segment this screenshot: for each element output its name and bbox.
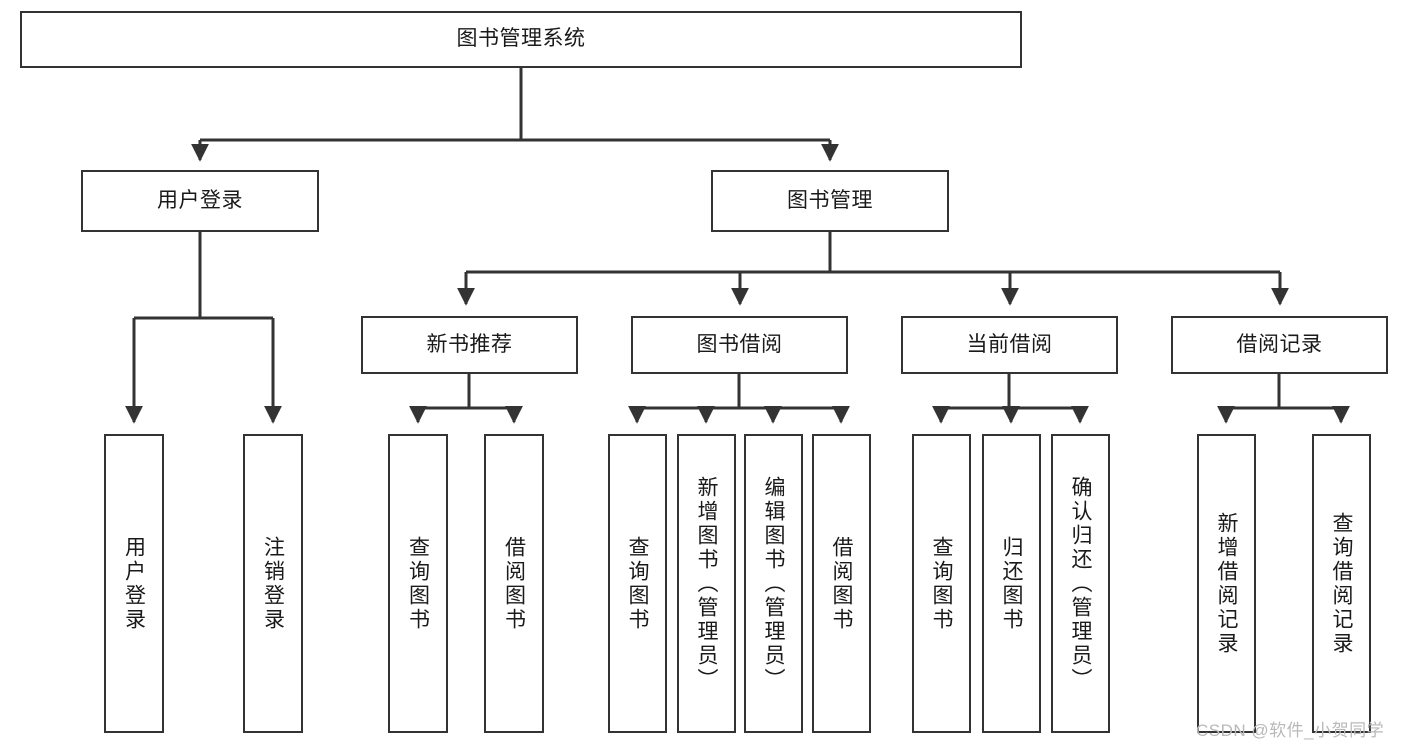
leaf-node: 用户登录 — [104, 434, 164, 733]
leaf-node: 查询图书 — [388, 434, 448, 733]
node-label: 归还图书 — [1000, 535, 1023, 632]
root-node: 图书管理系统 — [20, 11, 1022, 68]
leaf-node: 新增借阅记录 — [1197, 434, 1256, 733]
node-label: 图书借阅 — [696, 332, 783, 356]
node-label: 查询图书 — [930, 535, 953, 632]
node-label: 借阅记录 — [1236, 332, 1323, 356]
level3-node: 借阅记录 — [1171, 316, 1388, 374]
node-label: 图书管理 — [787, 188, 873, 212]
node-label: 图书管理系统 — [456, 27, 586, 51]
node-label: 查询借阅记录 — [1330, 511, 1353, 656]
node-label: 编辑图书（管理员） — [762, 475, 785, 692]
csdn-watermark: CSDN @软件_小贺同学 — [1196, 721, 1385, 740]
level3-node: 当前借阅 — [901, 316, 1118, 374]
node-label: 查询图书 — [626, 535, 649, 632]
level3-node: 新书推荐 — [361, 316, 578, 374]
node-label: 查询图书 — [406, 535, 430, 632]
node-label: 新增图书（管理员） — [695, 475, 718, 692]
leaf-node: 注销登录 — [243, 434, 303, 733]
node-label: 注销登录 — [261, 535, 285, 632]
level3-node: 图书借阅 — [631, 316, 848, 374]
leaf-node: 确认归还（管理员） — [1051, 434, 1110, 733]
leaf-node: 借阅图书 — [812, 434, 871, 733]
leaf-node: 编辑图书（管理员） — [744, 434, 803, 733]
node-label: 用户登录 — [122, 535, 146, 632]
node-label: 借阅图书 — [502, 535, 526, 632]
leaf-node: 归还图书 — [982, 434, 1041, 733]
node-label: 新增借阅记录 — [1215, 511, 1238, 656]
node-label: 当前借阅 — [966, 332, 1053, 356]
node-label: 新书推荐 — [426, 332, 513, 356]
node-label: 借阅图书 — [830, 535, 853, 632]
leaf-node: 借阅图书 — [484, 434, 544, 733]
node-label: 确认归还（管理员） — [1069, 475, 1092, 692]
level2-node: 用户登录 — [81, 170, 319, 232]
leaf-node: 查询图书 — [608, 434, 667, 733]
leaf-node: 新增图书（管理员） — [677, 434, 736, 733]
leaf-node: 查询图书 — [912, 434, 971, 733]
node-label: 用户登录 — [157, 188, 243, 212]
level2-node: 图书管理 — [711, 170, 949, 232]
leaf-node: 查询借阅记录 — [1312, 434, 1371, 733]
